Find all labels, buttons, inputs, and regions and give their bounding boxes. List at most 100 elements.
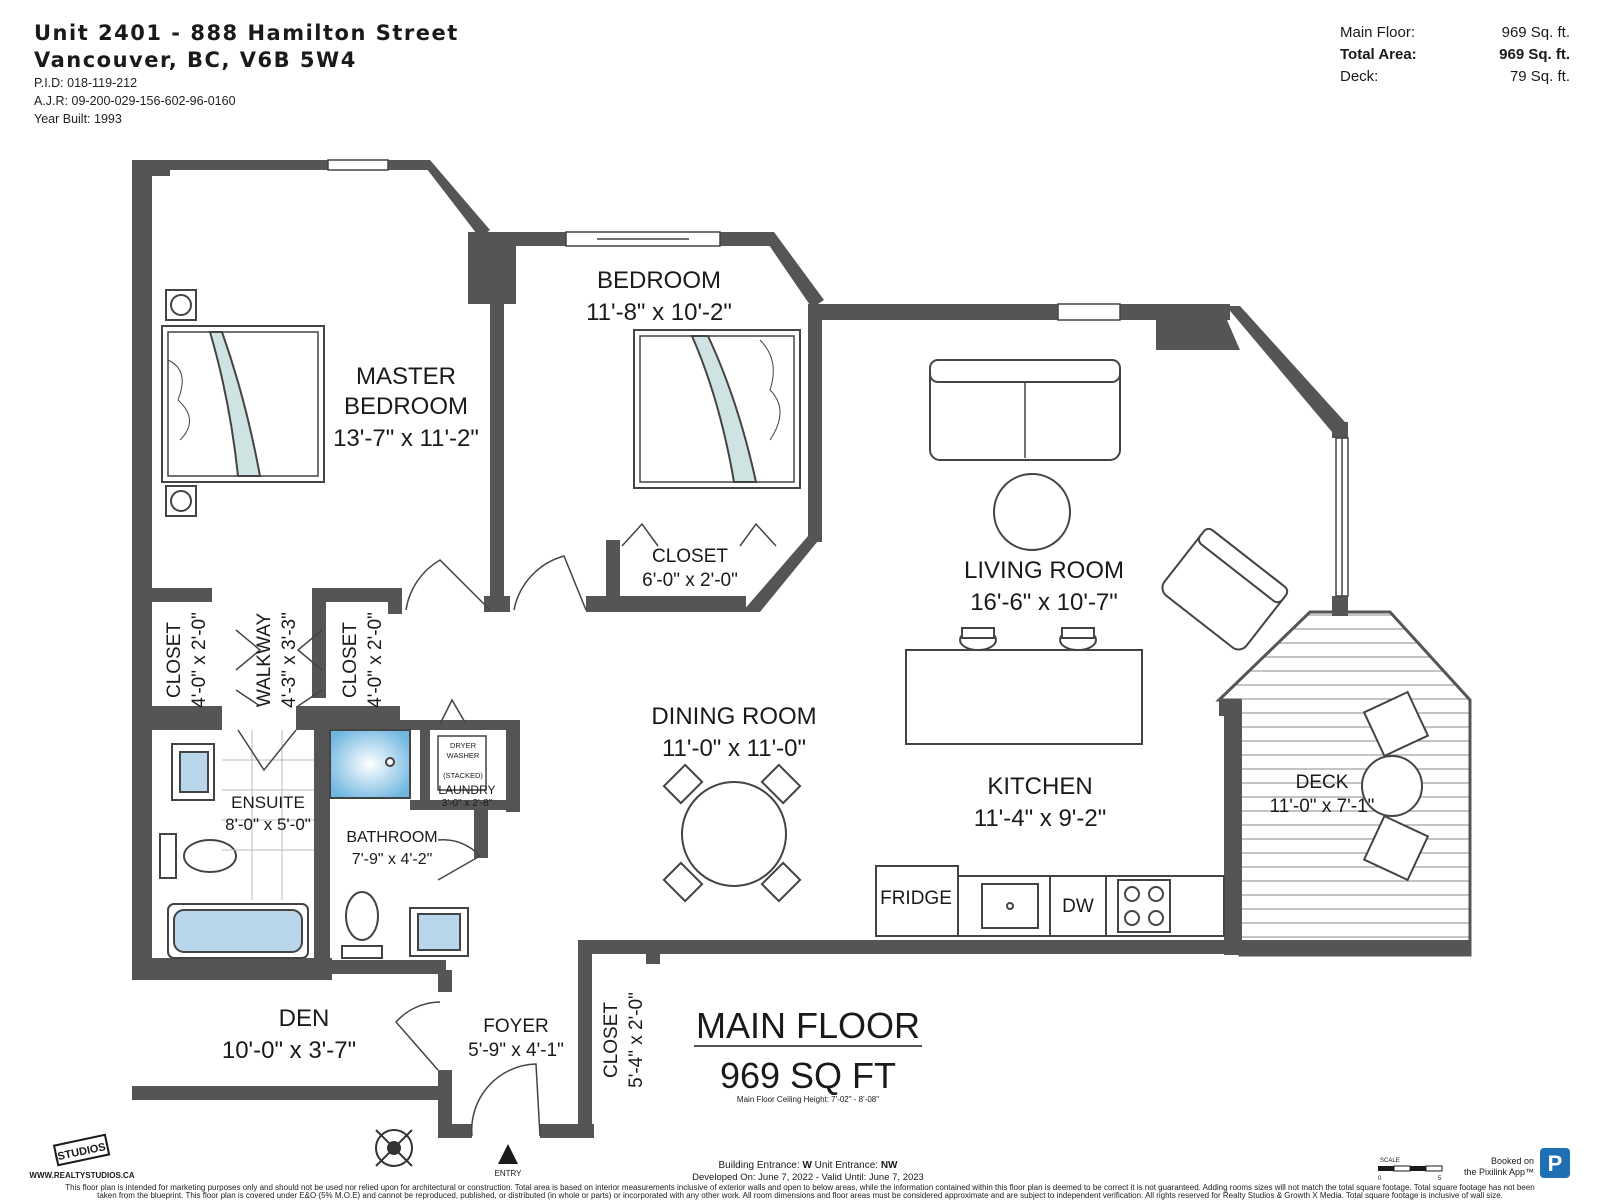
area-row-main-floor: Main Floor:969 Sq. ft.	[1340, 22, 1570, 44]
area-label: Main Floor:	[1340, 24, 1416, 41]
label-dining-room-dims: 11'-0" x 11'-0"	[662, 735, 806, 762]
booked-line1: Booked on	[1491, 1156, 1534, 1166]
area-value: 969 Sq. ft.	[1499, 46, 1570, 63]
floor-title: MAIN FLOOR	[696, 1005, 920, 1046]
entry-arrow-icon	[498, 1144, 518, 1164]
sofa-back	[929, 359, 1121, 383]
door	[437, 838, 482, 881]
label-laundry: LAUNDRY	[438, 783, 495, 797]
wall	[168, 160, 328, 170]
label-bathroom: BATHROOM	[346, 829, 437, 846]
wall	[326, 960, 446, 974]
scale-tick-0: 0	[1378, 1176, 1382, 1182]
scale-tick-5: 5	[1438, 1176, 1442, 1182]
wall	[132, 706, 222, 730]
kitchen-counter	[875, 865, 1225, 937]
window	[327, 159, 389, 171]
label-den-dims: 10'-0" x 3'-7"	[222, 1037, 356, 1064]
wall	[1224, 700, 1242, 955]
ensuite-fixtures	[159, 743, 309, 959]
sink	[179, 751, 209, 793]
label-fridge: FRIDGE	[880, 888, 952, 909]
label-laundry-washer: WASHER	[447, 751, 480, 760]
shower	[329, 729, 411, 799]
lamp-icon	[170, 490, 192, 512]
pid: P.I.D: 018-119-212	[34, 76, 138, 90]
coffee-table	[993, 473, 1071, 551]
deck-furniture	[1361, 690, 1430, 882]
area-value: 79 Sq. ft.	[1509, 68, 1570, 85]
disclaimer-line-2: taken from the blueprint. This floor pla…	[97, 1191, 1503, 1200]
door	[405, 559, 491, 611]
fridge	[875, 865, 959, 937]
label-closet-foyer-dims: 5'-4" x 2'-0"	[626, 992, 647, 1088]
ensuite-tiles	[222, 730, 314, 900]
label-master-bedroom-dims: 13'-7" x 11'-2"	[333, 425, 479, 452]
toilet	[183, 839, 237, 873]
area-row-deck: Deck: 79 Sq. ft.	[1340, 66, 1570, 88]
address-line-2: Vancouver, BC, V6B 5W4	[34, 48, 357, 72]
wall	[578, 940, 592, 1138]
label-laundry-stacked: (STACKED)	[443, 771, 483, 780]
wall	[132, 160, 152, 980]
label-closet-right: CLOSET	[340, 622, 361, 698]
island	[905, 649, 1143, 745]
wall	[132, 1086, 448, 1100]
wall	[132, 160, 170, 176]
wall	[420, 160, 490, 238]
disclaimer-line-1: This floor plan is intended for marketin…	[65, 1183, 1535, 1192]
label-deck-dims: 11'-0" x 7'-1"	[1270, 796, 1375, 817]
label-master-bedroom-2: BEDROOM	[344, 393, 468, 420]
compass-icon	[375, 1129, 413, 1167]
scale-bar	[1378, 1165, 1443, 1172]
dishwasher	[1049, 875, 1107, 937]
wall	[474, 808, 488, 858]
label-den: DEN	[279, 1005, 330, 1032]
entry-label: ENTRY	[495, 1169, 523, 1178]
floor-ceiling: Main Floor Ceiling Height: 7'-02" - 8'-0…	[737, 1095, 879, 1104]
master-bed	[161, 289, 325, 517]
label-closet-foyer: CLOSET	[601, 1002, 622, 1078]
wall	[720, 232, 770, 246]
windows	[327, 159, 1349, 597]
wall	[438, 970, 452, 992]
toilet-tank	[159, 833, 177, 879]
label-foyer: FOYER	[483, 1016, 548, 1037]
booked-line2: the Pixilink App™	[1464, 1167, 1534, 1177]
area-label: Total Area:	[1340, 46, 1417, 63]
area-label: Deck:	[1340, 68, 1379, 85]
wall	[388, 588, 402, 614]
toilet-tank	[341, 945, 383, 959]
wall	[410, 800, 520, 810]
label-bedroom-closet: CLOSET	[652, 546, 728, 567]
label-living-room-dims: 16'-6" x 10'-7"	[970, 589, 1118, 616]
deck-table	[1361, 755, 1423, 817]
wall	[132, 958, 332, 980]
label-bathroom-dims: 7'-9" x 4'-2"	[352, 851, 433, 868]
wall	[438, 1086, 452, 1136]
label-deck: DECK	[1296, 772, 1349, 793]
area-row-total: Total Area: 969 Sq. ft.	[1340, 44, 1570, 66]
wall	[742, 536, 822, 612]
scale-label: SCALE	[1380, 1158, 1400, 1164]
pixilink-logo	[1540, 1148, 1570, 1178]
year-built: Year Built: 1993	[34, 112, 122, 126]
chair	[662, 763, 704, 805]
entrances: Building Entrance: W Unit Entrance: NW	[718, 1160, 898, 1171]
wall	[438, 1124, 472, 1138]
wall	[388, 160, 430, 170]
wall	[1226, 306, 1345, 432]
wall	[760, 232, 824, 308]
kitchen-island	[905, 627, 1143, 745]
wall	[646, 954, 660, 964]
wall	[468, 232, 516, 304]
label-ensuite: ENSUITE	[231, 793, 305, 812]
pixilink-letter: P	[1548, 1151, 1563, 1176]
dining-table	[662, 763, 802, 903]
label-foyer-dims: 5'-9" x 4'-1"	[468, 1040, 564, 1061]
wall	[506, 720, 520, 812]
door	[513, 555, 587, 611]
deck-chair	[1362, 690, 1430, 758]
floor-sqft: 969 SQ FT	[720, 1055, 896, 1096]
